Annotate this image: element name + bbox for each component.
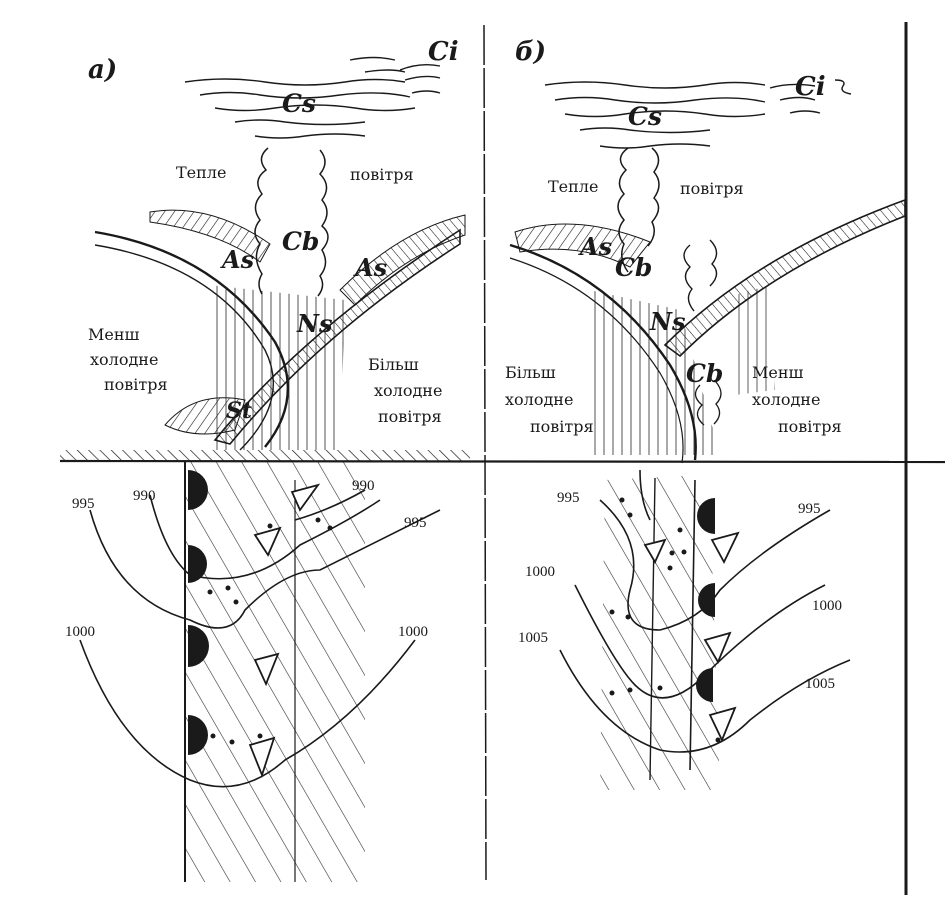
cb-tower-b2 — [683, 239, 718, 312]
left-air-label-a1: Менш — [88, 325, 140, 344]
ns-precip-b — [590, 290, 720, 455]
ground-hatch-a — [60, 450, 470, 461]
panel-b-section — [509, 79, 906, 464]
warm-air-label-a1: Тепле — [176, 163, 226, 182]
isobar-label-a-990-left: 990 — [133, 488, 156, 504]
isobar-label-b-995-right: 995 — [798, 501, 821, 517]
isobar-label-a-990-right: 990 — [352, 478, 375, 494]
right-air-label-a1: Більш — [368, 355, 419, 374]
precip-dots-b — [609, 497, 721, 743]
right-air-label-a3: повітря — [378, 407, 442, 426]
cold-front-triangles-b — [643, 531, 740, 743]
cb-small-b — [694, 381, 722, 426]
cirrus-wisps-b — [544, 79, 852, 149]
cloud-label-as-b: As — [578, 232, 613, 261]
cloud-label-ci-b: Ci — [795, 72, 826, 102]
right-air-label-b3: повітря — [778, 417, 842, 436]
cloud-label-as-a1: As — [220, 245, 255, 274]
left-air-label-b2: холодне — [505, 390, 573, 409]
warm-front-semicircles-b — [696, 498, 715, 702]
cloud-label-st-a: St — [226, 398, 252, 424]
panel-a-section — [94, 56, 466, 451]
isobar-label-a-1000-left: 1000 — [65, 624, 95, 640]
cb-tower-a — [254, 147, 329, 297]
cold-air-wedge-a — [339, 214, 466, 306]
cloud-label-cs-a: Cs — [282, 89, 316, 118]
precip-dots-a — [207, 517, 333, 745]
map-b-hatch — [600, 475, 720, 790]
isobars-a — [79, 489, 441, 788]
left-air-label-b1: Більш — [505, 363, 556, 382]
right-air-label-b1: Менш — [752, 363, 804, 382]
map-b — [559, 469, 851, 790]
st-cloud-a — [164, 397, 246, 435]
right-air-label-b2: холодне — [752, 390, 820, 409]
map-a — [79, 462, 441, 882]
cold-front-b — [663, 198, 906, 358]
cloud-label-cb-b2: Cb — [686, 359, 723, 388]
panel-b-label: б) — [515, 37, 546, 67]
right-air-label-a2: холодне — [374, 381, 442, 400]
isobar-label-b-1000-right: 1000 — [812, 598, 842, 614]
warm-air-wedge-b — [514, 223, 651, 268]
warm-air-wedge-a — [149, 209, 271, 263]
ground-line — [59, 459, 946, 464]
cloud-label-cb-b1: Cb — [615, 253, 652, 282]
warm-air-label-b2: повітря — [680, 179, 744, 198]
isobar-label-b-1005-right: 1005 — [805, 676, 835, 692]
warm-front-semicircles-a — [188, 470, 209, 755]
cloud-label-as-a2: As — [353, 253, 388, 282]
isobars-b — [559, 469, 851, 753]
isobar-label-b-1000-left: 1000 — [525, 564, 555, 580]
isobar-label-b-1005-left: 1005 — [518, 630, 548, 646]
isobar-label-b-995-left: 995 — [557, 490, 580, 506]
cloud-label-cb-a: Cb — [282, 227, 319, 256]
warm-air-label-b1: Тепле — [548, 177, 598, 196]
cirrus-wisps-a — [184, 56, 441, 139]
left-air-label-a2: холодне — [90, 350, 158, 369]
cold-front-triangles-a — [248, 483, 321, 778]
warm-air-label-a2: повітря — [350, 165, 414, 184]
left-air-label-a3: повітря — [104, 375, 168, 394]
cloud-label-cs-b: Cs — [628, 102, 662, 131]
panel-a-label: а) — [88, 55, 117, 85]
right-rain-b — [735, 285, 775, 395]
isobar-label-a-995-right: 995 — [404, 515, 427, 531]
isobar-label-a-995-left: 995 — [72, 496, 95, 512]
cloud-label-ns-a: Ns — [296, 309, 333, 338]
cloud-label-ci-a: Ci — [428, 37, 459, 67]
front-line-b2 — [689, 479, 696, 771]
isobar-label-a-1000-right: 1000 — [398, 624, 428, 640]
left-air-label-b3: повітря — [530, 417, 594, 436]
cloud-label-ns-b: Ns — [649, 307, 686, 336]
panel-divider — [483, 24, 487, 881]
ns-precip-a — [210, 285, 345, 450]
